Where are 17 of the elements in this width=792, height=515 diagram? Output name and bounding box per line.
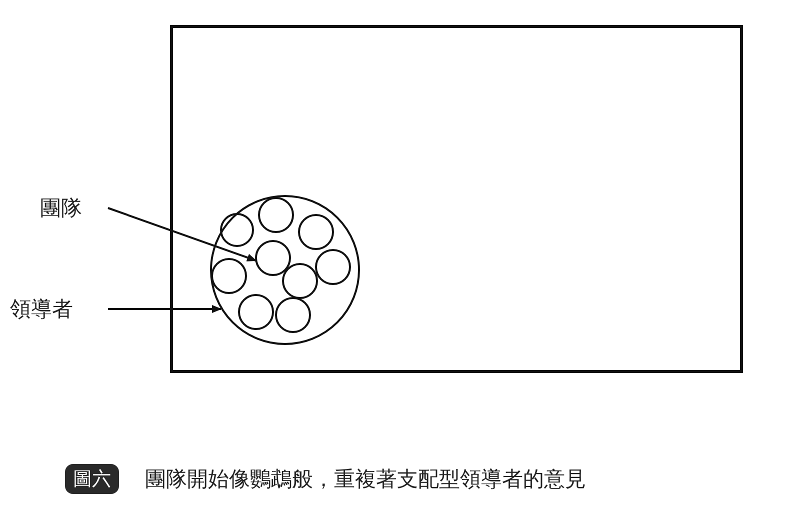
arrow <box>108 207 258 262</box>
circle-shape <box>275 297 311 333</box>
arrow <box>108 305 222 313</box>
circle-shape <box>315 249 351 285</box>
circle-shape <box>298 214 334 250</box>
node-label: 領導者 <box>10 296 100 322</box>
circle-shape <box>282 263 318 299</box>
circle-shape <box>220 213 254 247</box>
figure-number-badge: 圖六 <box>65 464 119 494</box>
circle-shape <box>258 197 294 233</box>
circle-shape <box>210 194 360 344</box>
circle-shape <box>211 258 247 294</box>
circle-shape <box>255 240 291 276</box>
circle-shape <box>238 294 274 330</box>
node-label: 團隊 <box>40 195 100 221</box>
frame-rectangle <box>170 25 743 373</box>
figure-caption: 團隊開始像鸚鵡般，重複著支配型領導者的意見 <box>145 466 586 493</box>
